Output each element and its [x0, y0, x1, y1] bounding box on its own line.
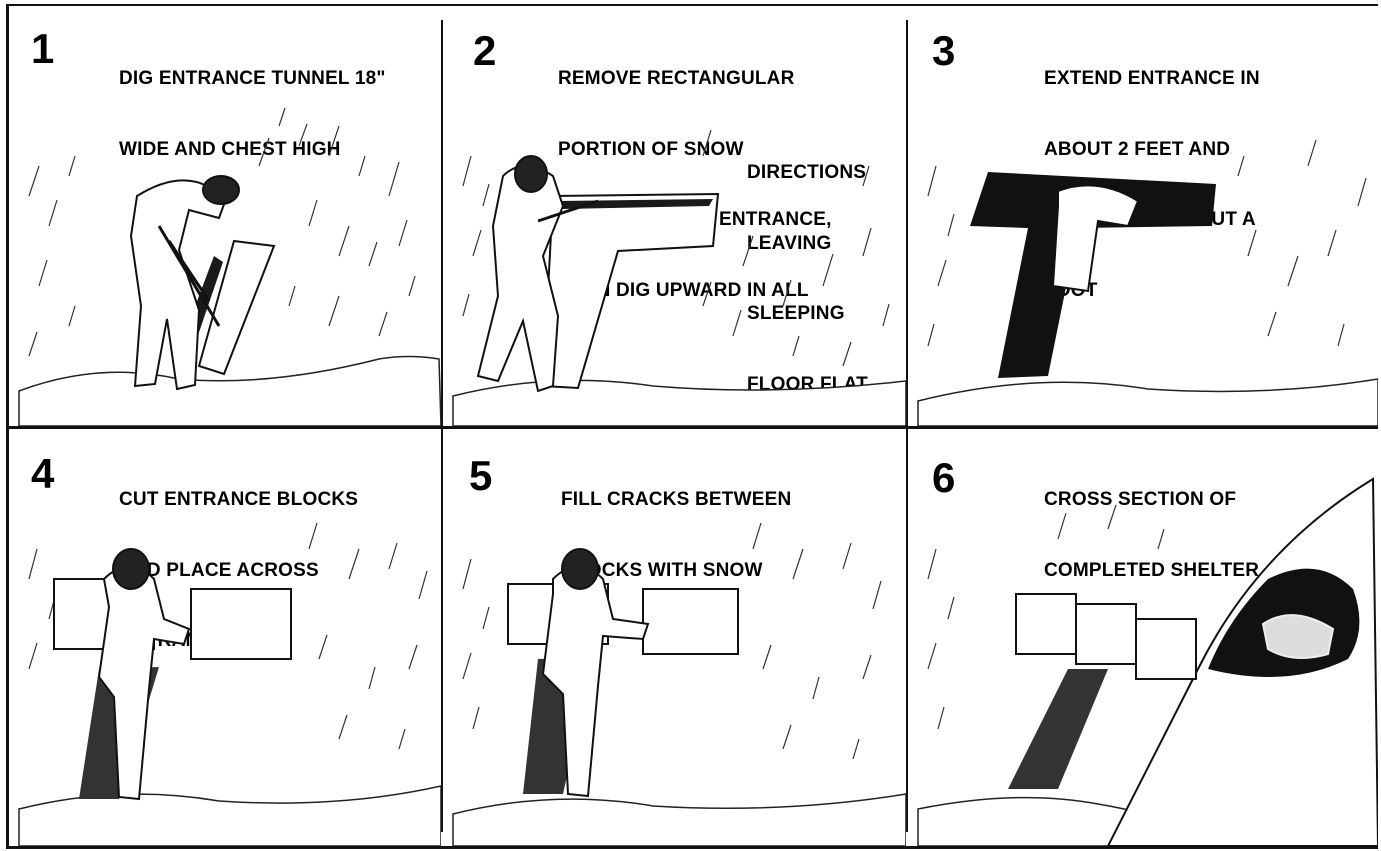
shelter-block — [1136, 619, 1196, 679]
snow-block-right — [643, 589, 738, 654]
step-3-illustration — [908, 6, 1378, 426]
step-1-illustration — [9, 6, 441, 426]
snow-streaks — [928, 140, 1366, 346]
step-4-illustration — [9, 429, 441, 846]
snow-block — [199, 241, 274, 374]
snow-mound — [918, 379, 1378, 426]
step-5-panel: 5 FILL CRACKS BETWEEN BLOCKS WITH SNOW — [443, 429, 906, 846]
dug-opening — [543, 194, 718, 388]
step-6-illustration — [908, 429, 1378, 846]
step-2-panel: 2 REMOVE RECTANGULAR PORTION OF SNOW CRO… — [443, 6, 906, 426]
bottom-border — [6, 846, 1378, 849]
snow-blocks-row — [1016, 594, 1196, 679]
shelter-block — [1016, 594, 1076, 654]
snow-mound — [453, 380, 906, 426]
step-5-illustration — [443, 429, 906, 846]
step-3-panel: 3 EXTEND ENTRANCE IN ABOUT 2 FEET AND DO… — [908, 6, 1378, 426]
snow-block-right — [191, 589, 291, 659]
shelter-block — [1076, 604, 1136, 664]
snow-mound — [453, 794, 906, 846]
snow-mound — [19, 357, 441, 427]
entrance-tunnel — [1008, 669, 1108, 789]
person-in-entrance — [1053, 185, 1138, 291]
step-6-panel: 6 CROSS SECTION OF COMPLETED SHELTER — [908, 429, 1378, 846]
step-1-panel: 1 DIG ENTRANCE TUNNEL 18" WIDE AND CHEST… — [9, 6, 441, 426]
step-4-panel: 4 CUT ENTRANCE BLOCKS AND PLACE ACROSS E… — [9, 429, 441, 846]
step-2-illustration — [443, 6, 906, 426]
